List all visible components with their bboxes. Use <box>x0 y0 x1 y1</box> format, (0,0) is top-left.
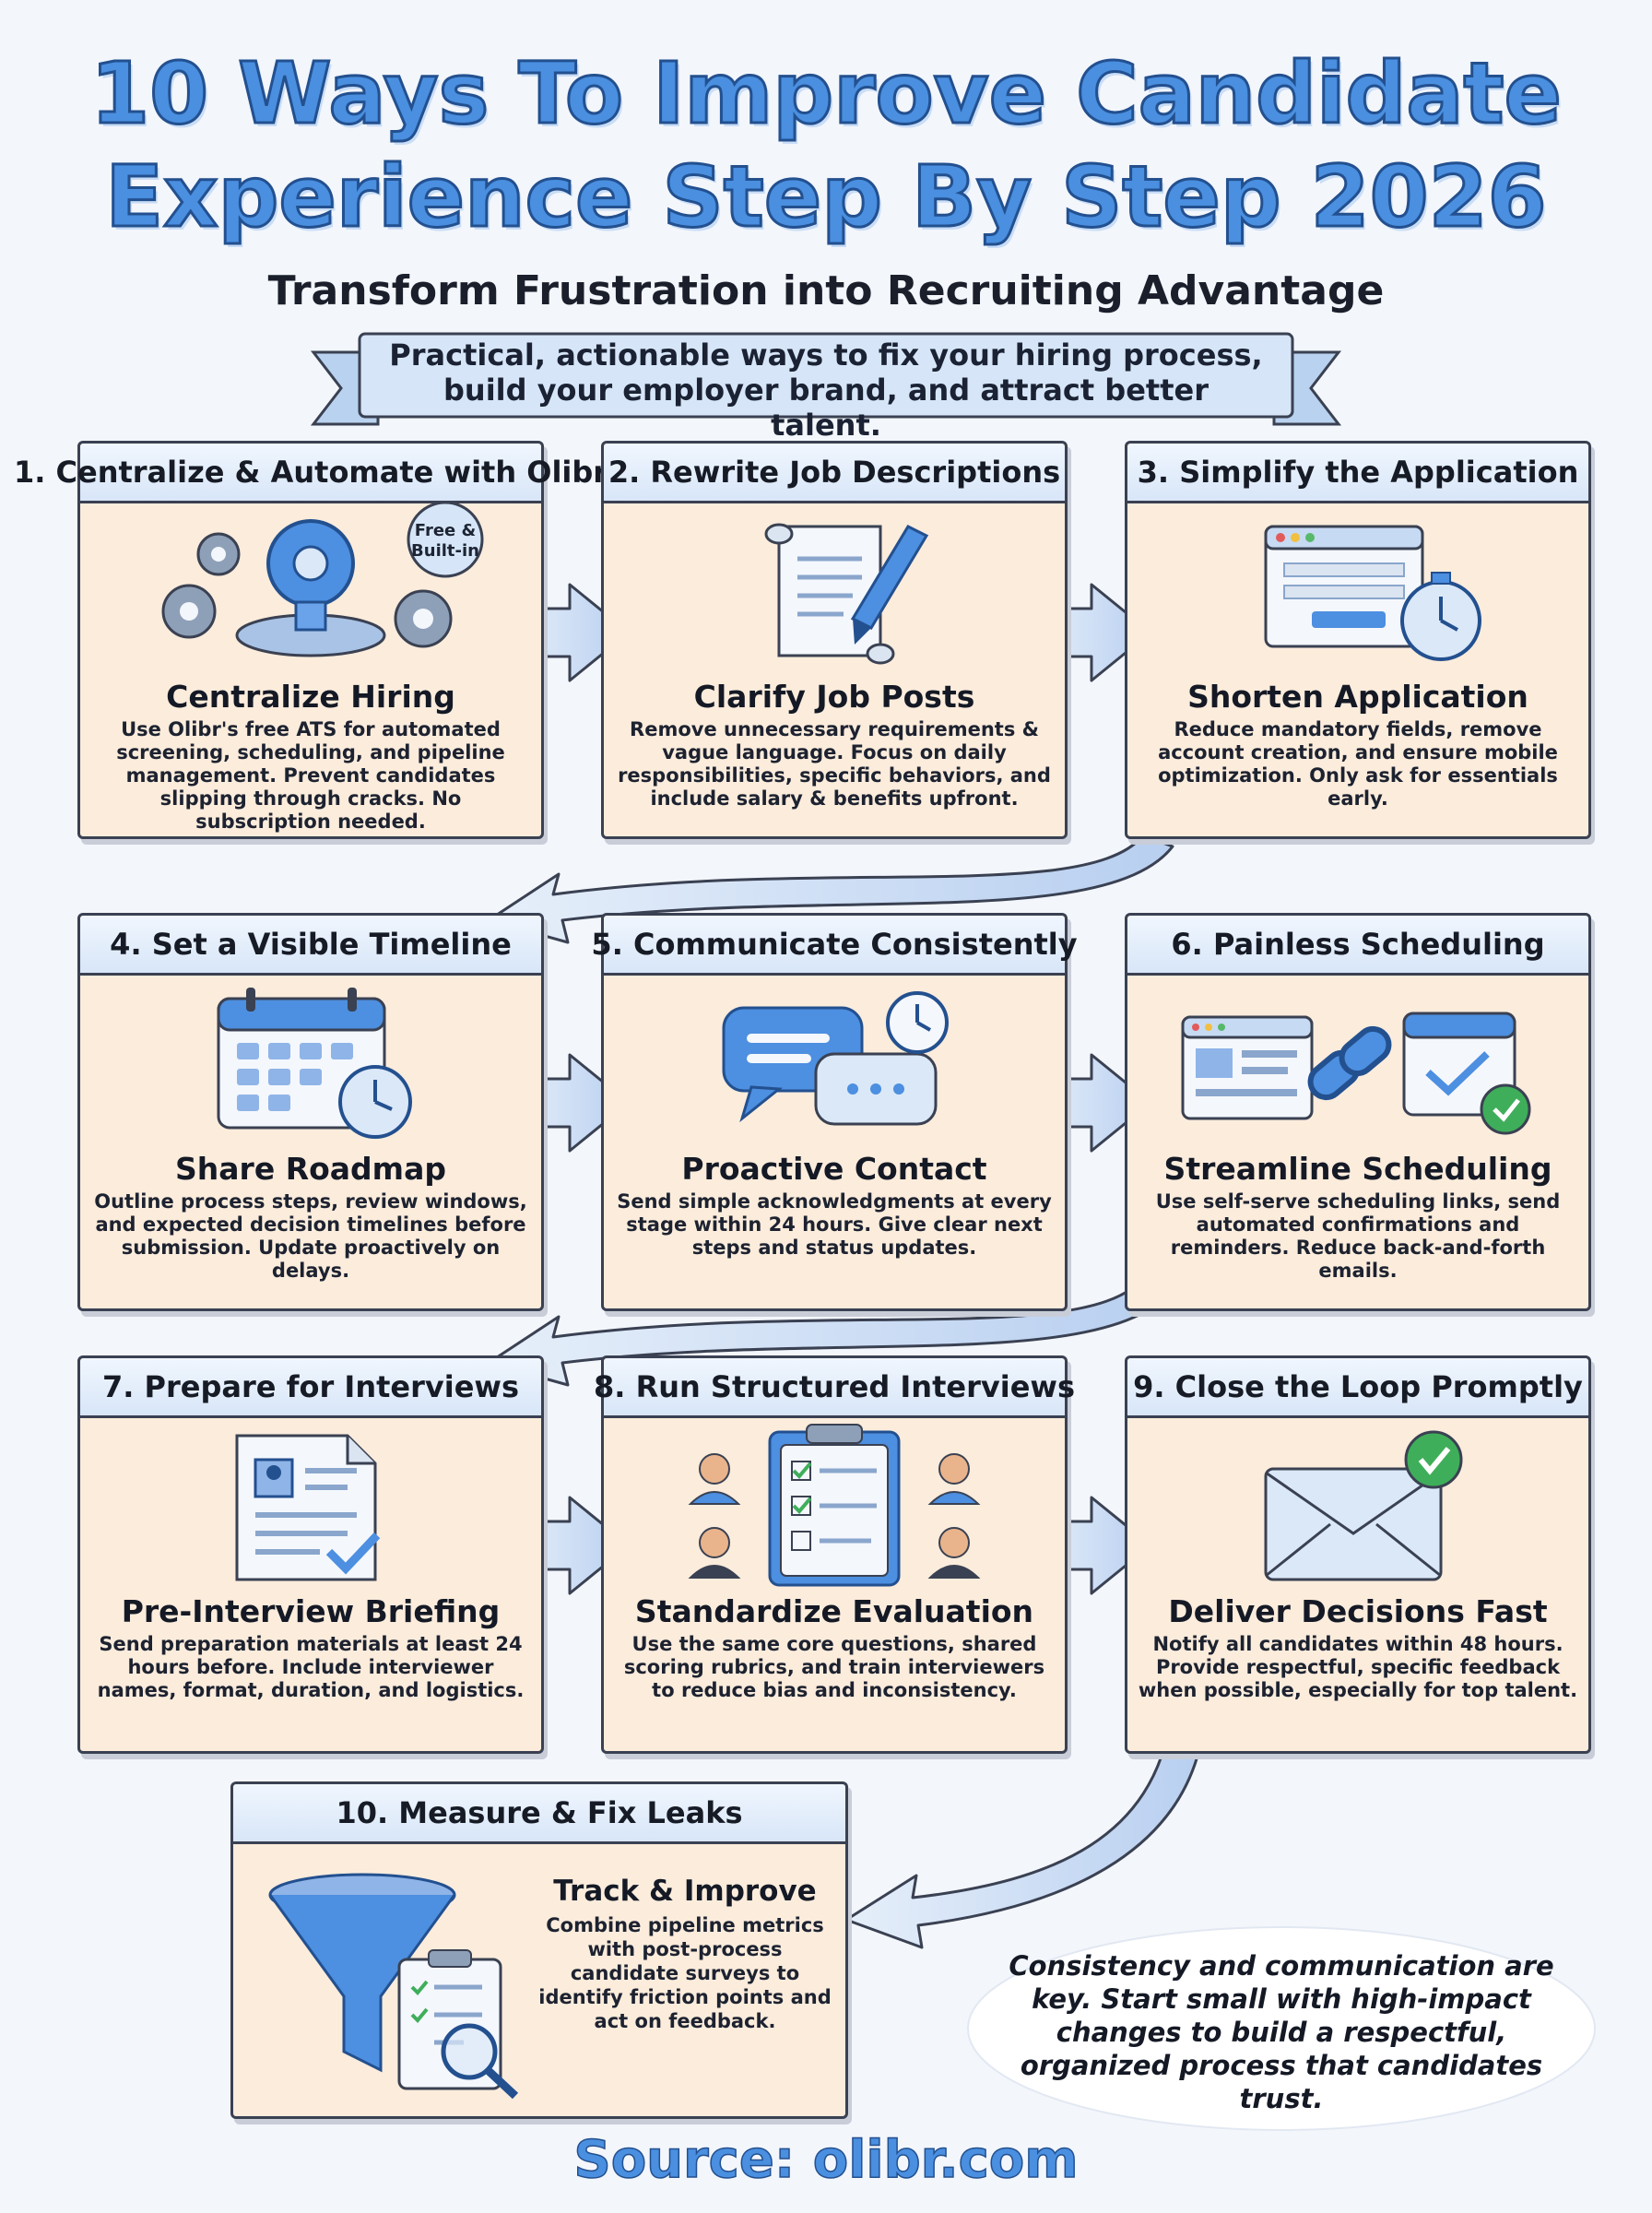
chat-bubbles-icon <box>722 991 949 1126</box>
step-body: Send simple acknowledgments at every sta… <box>617 1190 1052 1259</box>
step-subtitle: Track & Improve <box>553 1875 817 1908</box>
step-card-4: 4. Set a Visible Timeline Share Roadmap … <box>77 913 544 1311</box>
closing-text: Consistency and communication are key. S… <box>1009 1950 1554 2114</box>
step-title: 5. Communicate Consistently <box>591 916 1078 976</box>
title-line-1: 10 Ways To Improve Candidate <box>89 43 1564 145</box>
step-body: Outline process steps, review windows, a… <box>94 1190 527 1282</box>
step-title: 3. Simplify the Application <box>1127 444 1588 503</box>
banner-line-1: Practical, actionable ways to fix your h… <box>389 337 1263 373</box>
step-subtitle: Streamline Scheduling <box>1163 1151 1552 1187</box>
scroll-pen-icon <box>764 523 929 665</box>
calendar-clock-icon <box>217 988 412 1139</box>
document-check-icon <box>235 1434 381 1581</box>
step-card-5: 5. Communicate Consistently Proactive Co… <box>591 913 1078 1311</box>
closing-note: Consistency and communication are key. S… <box>959 1918 1604 2139</box>
funnel-magnifier-icon <box>268 1873 519 2100</box>
step-card-3: 3. Simplify the Application Shorten Appl… <box>1125 441 1591 839</box>
step-subtitle: Proactive Contact <box>681 1151 987 1187</box>
free-badge: Free & Built-in <box>411 521 479 561</box>
clipboard-people-icon <box>688 1424 981 1587</box>
page-title: 10 Ways To Improve Candidate Experience … <box>55 42 1597 249</box>
banner-line-2: build your employer brand, and attract b… <box>443 373 1209 443</box>
step-subtitle: Shorten Application <box>1187 679 1528 715</box>
title-line-2: Experience Step By Step 2026 <box>104 147 1548 248</box>
step-title: 9. Close the Loop Promptly <box>1127 1358 1588 1418</box>
envelope-check-icon <box>1264 1430 1463 1581</box>
gears-icon <box>161 501 484 657</box>
step-body: Use self-serve scheduling links, send au… <box>1155 1190 1561 1282</box>
form-stopwatch-icon <box>1264 525 1481 661</box>
step-body: Use the same core questions, shared scor… <box>623 1633 1045 1701</box>
step-title: 7. Prepare for Interviews <box>80 1358 541 1418</box>
step-subtitle: Clarify Job Posts <box>693 679 975 715</box>
step-body: Use Olibr's free ATS for automated scree… <box>116 718 505 833</box>
step-card-7: 7. Prepare for Interviews Pre-Interview … <box>77 1355 544 1754</box>
step-subtitle: Standardize Evaluation <box>634 1593 1034 1629</box>
step-title: 2. Rewrite Job Descriptions <box>604 444 1065 503</box>
step-body: Combine pipeline metrics with post-proce… <box>538 1914 832 2032</box>
step-body: Send preparation materials at least 24 h… <box>97 1633 525 1701</box>
page-subtitle: Transform Frustration into Recruiting Ad… <box>267 267 1385 314</box>
step-card-8: 8. Run Structured Interviews Standardize… <box>594 1355 1075 1754</box>
step-card-10: 10. Measure & Fix Leaks Track & Improve … <box>230 1781 848 2119</box>
step-title: 10. Measure & Fix Leaks <box>233 1784 845 1844</box>
step-body: Notify all candidates within 48 hours. P… <box>1138 1633 1578 1701</box>
step-title: 8. Run Structured Interviews <box>594 1358 1075 1418</box>
step-body: Remove unnecessary requirements & vague … <box>618 718 1051 810</box>
step-title: 6. Painless Scheduling <box>1127 916 1588 976</box>
step-subtitle: Share Roadmap <box>175 1151 446 1187</box>
step-subtitle: Pre-Interview Briefing <box>121 1593 501 1629</box>
step-title: 4. Set a Visible Timeline <box>80 916 541 976</box>
step-subtitle: Centralize Hiring <box>166 679 455 715</box>
source-credit: Source: olibr.com <box>573 2129 1080 2191</box>
step-card-1: 1. Centralize & Automate with Olibr Free… <box>14 441 608 839</box>
step-card-2: 2. Rewrite Job Descriptions Clarify Job … <box>601 441 1068 839</box>
step-subtitle: Deliver Decisions Fast <box>1168 1593 1548 1629</box>
intro-banner: Practical, actionable ways to fix your h… <box>295 325 1357 443</box>
step-body: Reduce mandatory fields, remove account … <box>1158 718 1558 810</box>
link-calendar-icon <box>1181 1012 1531 1135</box>
step-title: 1. Centralize & Automate with Olibr <box>14 444 608 503</box>
step-card-9: 9. Close the Loop Promptly Deliver Decis… <box>1125 1355 1591 1754</box>
step-card-6: 6. Painless Scheduling Streamline Schedu… <box>1125 913 1591 1311</box>
